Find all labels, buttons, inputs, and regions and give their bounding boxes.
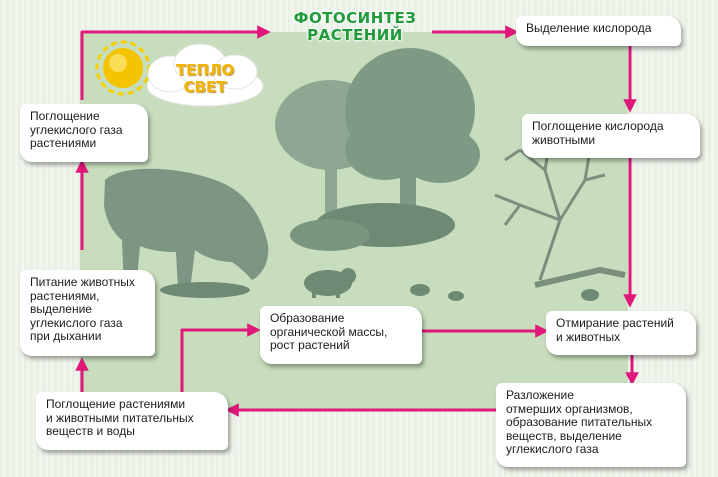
cloud-icon <box>146 43 264 107</box>
oxygen-release-box: Выделение кислорода <box>516 16 681 46</box>
box-line: углекислого газа <box>506 442 599 456</box>
box-line: образование питательных <box>506 415 653 429</box>
trees-icon <box>275 48 480 251</box>
box-line: Питание животных <box>30 275 135 289</box>
sun-icon <box>95 40 151 96</box>
box-line: рост растений <box>270 338 350 352</box>
box-line: Поглощение растениями <box>46 397 186 411</box>
decomposition-box: Разложение отмерших организмов, образова… <box>496 383 686 467</box>
box-line: растениями, <box>30 288 100 303</box>
box-line: и животных <box>556 329 621 344</box>
nutrient-absorption-box: Поглощение растениями и животными питате… <box>36 392 228 450</box>
box-line: углекислого газа <box>30 122 123 137</box>
box-line: растениями <box>30 136 97 150</box>
animal-feeding-box: Питание животных растениями, выделение у… <box>20 270 155 356</box>
box-line: отмерших организмов, <box>506 401 633 416</box>
box-line: Образование <box>270 311 345 325</box>
box-line: веществ, выделение <box>506 428 622 443</box>
diagram-title: ФОТОСИНТЕЗ РАСТЕНИЙ <box>270 10 440 44</box>
sun-label-line: ТЕПЛО <box>175 61 235 79</box>
box-line: углекислого газа <box>30 315 123 330</box>
oxygen-absorption-box: Поглощение кислорода животными <box>522 114 700 158</box>
box-line: Поглощение кислорода <box>532 119 664 133</box>
dead-tree-icon <box>494 139 626 288</box>
box-line: животными <box>532 132 596 147</box>
box-text: Выделение кислорода <box>526 21 652 35</box>
title-line: РАСТЕНИЙ <box>307 26 403 44</box>
box-line: веществ и воды <box>46 424 135 438</box>
mushroom-icon <box>448 291 464 301</box>
grass-icon <box>160 282 250 298</box>
box-line: при дыхании <box>30 329 102 343</box>
organic-mass-box: Образование органической массы, рост рас… <box>260 306 422 364</box>
death-box: Отмирание растений и животных <box>546 311 696 355</box>
box-line: Отмирание растений <box>556 316 674 330</box>
sun-label-line: СВЕТ <box>183 78 227 96</box>
co2-absorption-box: Поглощение углекислого газа растениями <box>20 104 148 162</box>
sun-label: ТЕПЛО СВЕТ <box>160 62 250 96</box>
bison-icon <box>104 168 269 290</box>
rodent-icon <box>304 268 356 298</box>
leaves-icon <box>410 284 599 301</box>
box-line: Разложение <box>506 388 574 402</box>
box-line: Поглощение <box>30 109 100 123</box>
box-line: и животными питательных <box>46 410 194 425</box>
box-line: выделение <box>30 302 92 316</box>
title-line: ФОТОСИНТЕЗ <box>293 9 417 27</box>
arrow-icon <box>75 25 639 417</box>
box-line: органической массы, <box>270 324 388 339</box>
